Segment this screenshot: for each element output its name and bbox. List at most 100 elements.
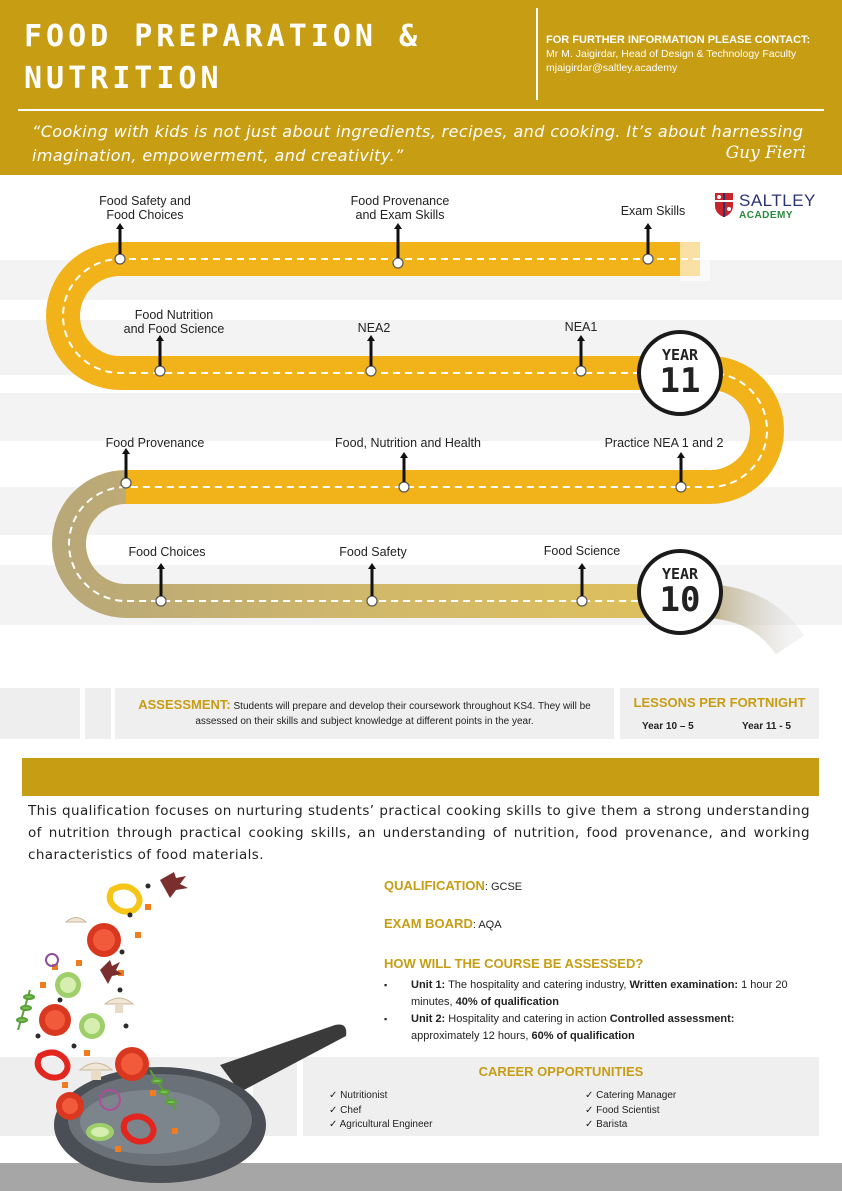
road-year-11 (46, 242, 784, 504)
milestone-dot (366, 595, 378, 607)
assessment-method-heading: HOW WILL THE COURSE BE ASSESSED? (384, 956, 644, 971)
lessons-year-11: Year 11 - 5 (742, 721, 791, 732)
milestone-dot (576, 595, 588, 607)
carrot-cubes-icon (40, 904, 178, 1152)
career-item: Chef (329, 1104, 432, 1119)
milestone-label: Food Science (544, 544, 620, 558)
milestone-markers (114, 253, 687, 607)
milestone-dot (575, 365, 587, 377)
header-banner: FOOD PREPARATION & NUTRITION FOR FURTHER… (0, 0, 842, 175)
career-heading: CAREER OPPORTUNITIES (478, 1064, 644, 1079)
decor-strip (0, 688, 80, 739)
milestone-dot (398, 481, 410, 493)
unit-1-item: Unit 1: The hospitality and catering ind… (384, 977, 794, 1011)
milestone-text: Food Nutrition and Food Science (123, 308, 225, 336)
pepper-rings-icon (34, 883, 157, 1145)
quote-text: “Cooking with kids is not just about ing… (32, 122, 804, 165)
unit-1-method: Written examination: (629, 979, 739, 991)
lessons-year-10: Year 10 – 5 (642, 721, 694, 732)
header-divider-vertical (536, 8, 538, 100)
shield-icon (715, 193, 733, 217)
unit-1-name: Unit 1: (411, 979, 446, 991)
mushroom-icon (64, 917, 135, 1080)
bg-band (0, 393, 842, 441)
logo-line-1: SALTLEY (739, 191, 816, 210)
qualification-value: : GCSE (484, 881, 523, 893)
road-fade (680, 235, 710, 281)
unit-1-weight: 40% of qualification (455, 996, 559, 1008)
milestone-text: NEA1 (564, 320, 598, 334)
unit-2-duration: approximately 12 hours, (411, 1030, 532, 1042)
milestone-text: Food Provenance and Exam Skills (350, 194, 450, 222)
milestone-label: Practice NEA 1 and 2 (605, 436, 724, 450)
milestone-label: Food Provenance and Exam Skills (351, 194, 450, 222)
unit-2-name: Unit 2: (411, 1013, 446, 1025)
milestone-dot (154, 365, 166, 377)
milestone-text: Food Safety (339, 545, 407, 559)
intro-paragraph: This qualification focuses on nurturing … (28, 803, 810, 863)
milestone-stems (118, 228, 683, 596)
year-badge-label: YEAR (661, 565, 699, 583)
road-centerline (68, 486, 720, 602)
header-divider-horizontal (18, 109, 824, 111)
milestone-dot (120, 477, 132, 489)
milestone-label: Food Safety and Food Choices (99, 194, 191, 222)
career-list-2: Catering Manager Food Scientist Barista (585, 1089, 676, 1133)
rosemary-icon (16, 989, 177, 1111)
cucumber-slices-icon (55, 972, 114, 1141)
onion-ring-icon (45, 953, 121, 1111)
section-bar (22, 758, 819, 796)
career-item: Nutritionist (329, 1089, 432, 1104)
milestone-label: Food Choices (128, 545, 205, 559)
career-list-1: Nutritionist Chef Agricultural Engineer (329, 1089, 433, 1133)
exam-board-label: EXAM BOARD (384, 916, 473, 931)
roadmap: Food Safety and Food Choices Food Proven… (0, 175, 842, 680)
unit-2-text: Hospitality and catering in action (445, 1013, 610, 1025)
milestone-text: Food Safety and Food Choices (99, 194, 191, 222)
milestone-dot (675, 481, 687, 493)
career-item: Barista (585, 1118, 676, 1133)
unit-2-item: Unit 2: Hospitality and catering in acti… (384, 1011, 794, 1045)
milestone-label: Food Safety (339, 545, 406, 559)
milestone-text: NEA2 (357, 321, 391, 335)
career-item: Food Scientist (585, 1104, 676, 1119)
pan-handle (220, 1024, 347, 1092)
herb-leaf-icon (100, 872, 188, 984)
career-item: Catering Manager (585, 1089, 676, 1104)
milestone-label: NEA2 (358, 321, 391, 335)
milestone-text: Exam Skills (620, 204, 686, 218)
milestone-text: Food, Nutrition and Health (335, 436, 481, 450)
quote-author: Guy Fieri (725, 143, 806, 163)
milestone-dot (155, 595, 167, 607)
milestone-label: Food Nutrition and Food Science (124, 308, 225, 336)
assessment-units-list: Unit 1: The hospitality and catering ind… (384, 977, 794, 1045)
unit-2-weight: 60% of qualification (531, 1030, 635, 1042)
milestone-text: Food Provenance (105, 436, 205, 450)
roadmap-road (0, 223, 842, 655)
exam-board-value: : AQA (472, 919, 502, 931)
milestone-label: Food, Nutrition and Health (335, 436, 481, 450)
year-11-badge: YEAR 11 (637, 330, 723, 416)
lessons-heading: LESSONS PER FORTNIGHT (633, 695, 806, 710)
year-badge-number: 10 (659, 580, 701, 620)
career-item: Agricultural Engineer (329, 1118, 433, 1133)
year-badge-label: YEAR (661, 346, 699, 364)
qualification-label: QUALIFICATION (384, 878, 485, 893)
logo-line-2: ACADEMY (739, 210, 794, 221)
assessment-label: ASSESSMENT: (138, 697, 231, 712)
milestone-text: Practice NEA 1 and 2 (604, 436, 724, 450)
milestone-dot (365, 365, 377, 377)
milestone-label: Exam Skills (621, 204, 686, 218)
milestone-pin-heads (116, 223, 685, 569)
assessment-box: ASSESSMENT: Students will prepare and de… (115, 688, 614, 739)
decor-strip (85, 688, 111, 739)
contact-block: FOR FURTHER INFORMATION PLEASE CONTACT: … (546, 33, 810, 75)
milestone-label: Food Provenance (106, 436, 205, 450)
milestone-text: Food Science (543, 544, 621, 558)
unit-1-text: The hospitality and catering industry, (445, 979, 630, 991)
contact-email[interactable]: mjaigirdar@saltley.academy (546, 62, 678, 74)
milestone-dot (642, 253, 654, 265)
milestone-label: NEA1 (565, 320, 598, 334)
unit-2-method: Controlled assessment: (609, 1013, 735, 1025)
page-title: FOOD PREPARATION & NUTRITION (24, 16, 514, 100)
